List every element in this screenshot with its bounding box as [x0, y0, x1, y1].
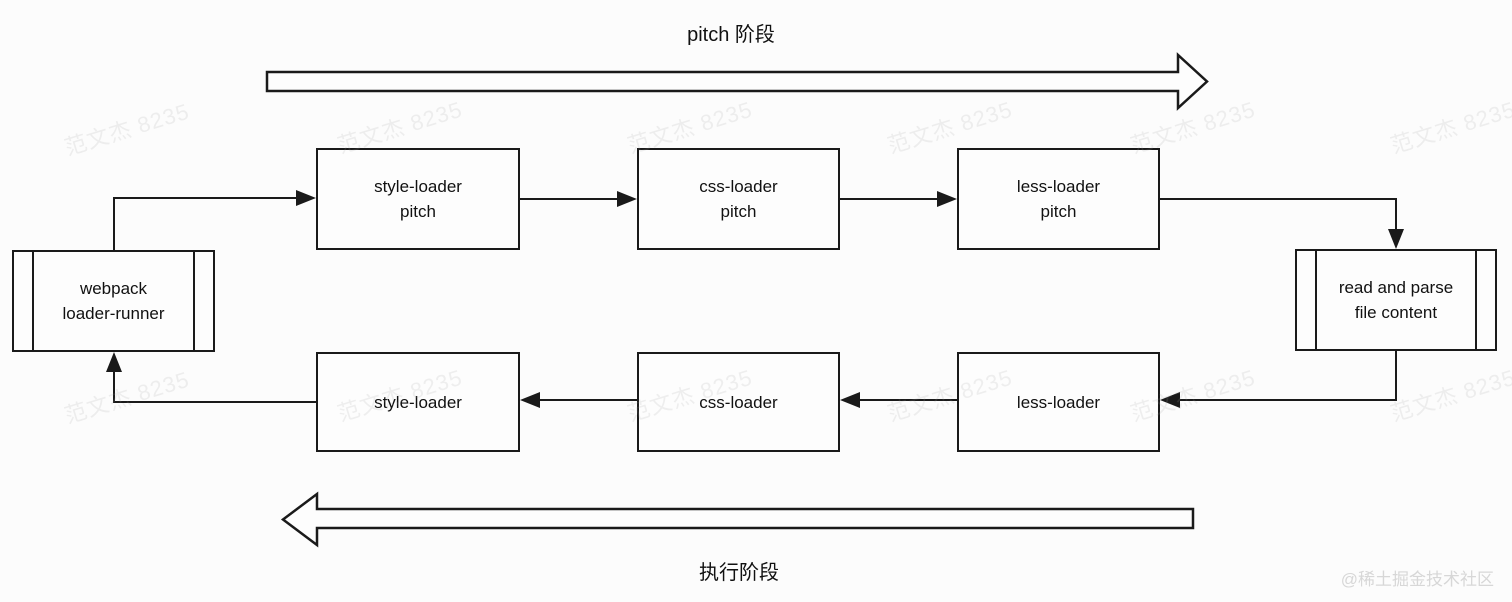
- arrowhead-into-readparse: [1388, 229, 1404, 249]
- node-style-loader-pitch: style-loader pitch: [316, 148, 520, 250]
- node-read-and-parse-label: read and parse file content: [1338, 278, 1454, 322]
- node-css-loader-pitch: css-loader pitch: [637, 148, 840, 250]
- node-style-loader-pitch-label: style-loader pitch: [374, 177, 462, 221]
- execute-phase-label: 执行阶段: [699, 562, 779, 584]
- node-css-loader-pitch-label: css-loader pitch: [699, 177, 778, 221]
- arrowhead-into-css-pitch: [617, 191, 637, 207]
- node-css-loader-label: css-loader: [699, 392, 778, 412]
- arrowhead-into-less-loader: [1160, 392, 1180, 408]
- execute-phase-arrow: [280, 491, 1195, 548]
- process-bar-right: [1475, 251, 1477, 349]
- node-less-loader-label: less-loader: [1016, 392, 1101, 412]
- arrowhead-into-less-pitch: [937, 191, 957, 207]
- arrowhead-into-webpack: [106, 352, 122, 372]
- connector-style-loader-to-webpack: [113, 368, 316, 403]
- arrowhead-into-style-pitch: [296, 190, 316, 206]
- node-less-loader-pitch: less-loader pitch: [957, 148, 1160, 250]
- node-webpack-loader-runner-label: webpack loader-runner: [62, 279, 165, 323]
- process-bar-left: [32, 252, 34, 350]
- node-less-loader-pitch-label: less-loader pitch: [1016, 177, 1101, 221]
- process-bar-left: [1315, 251, 1317, 349]
- process-bar-right: [193, 252, 195, 350]
- brand-watermark: @稀土掘金技术社区: [1340, 570, 1494, 589]
- node-style-loader-label: style-loader: [374, 392, 462, 412]
- arrowhead-into-style-loader: [520, 392, 540, 408]
- connector-readparse-to-less-loader: [1176, 351, 1397, 401]
- node-style-loader: style-loader: [316, 352, 520, 452]
- pitch-phase-label: pitch 阶段: [687, 24, 775, 46]
- connector-webpack-to-style-pitch: [113, 197, 298, 250]
- node-read-and-parse: read and parse file content: [1295, 249, 1497, 351]
- pitch-phase-arrow: [265, 52, 1209, 111]
- connector-less-pitch-to-readparse: [1160, 198, 1397, 233]
- node-css-loader: css-loader: [637, 352, 840, 452]
- node-webpack-loader-runner: webpack loader-runner: [12, 250, 215, 352]
- node-less-loader: less-loader: [957, 352, 1160, 452]
- arrowhead-into-css-loader: [840, 392, 860, 408]
